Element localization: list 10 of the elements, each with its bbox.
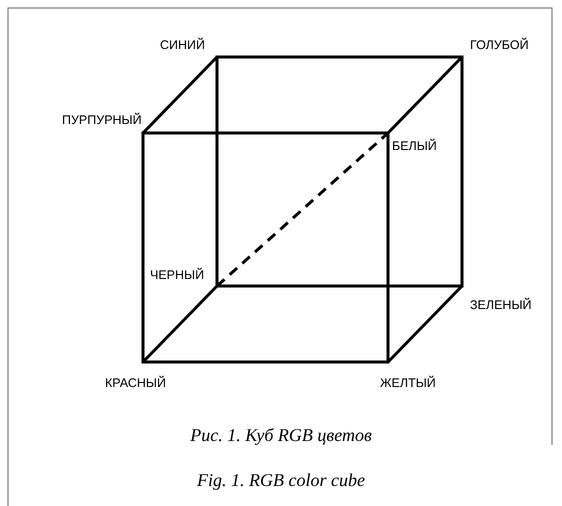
vertex-label: ЖЕЛТЫЙ (380, 376, 436, 390)
vertex-label: КРАСНЫЙ (105, 376, 166, 390)
vertex-label: БЕЛЫЙ (392, 139, 437, 153)
vertex-label: ЗЕЛЕНЫЙ (470, 298, 532, 312)
vertex-label: ЧЕРНЫЙ (150, 268, 204, 282)
figure-caption: Fig. 1. RGB color cube (196, 470, 366, 491)
vertex-label: ГОЛУБОЙ (470, 38, 529, 52)
vertex-label: ПУРПУРНЫЙ (62, 113, 142, 127)
figure-caption: Рис. 1. Куб RGB цветов (189, 425, 373, 446)
vertex-label: СИНИЙ (160, 38, 206, 52)
